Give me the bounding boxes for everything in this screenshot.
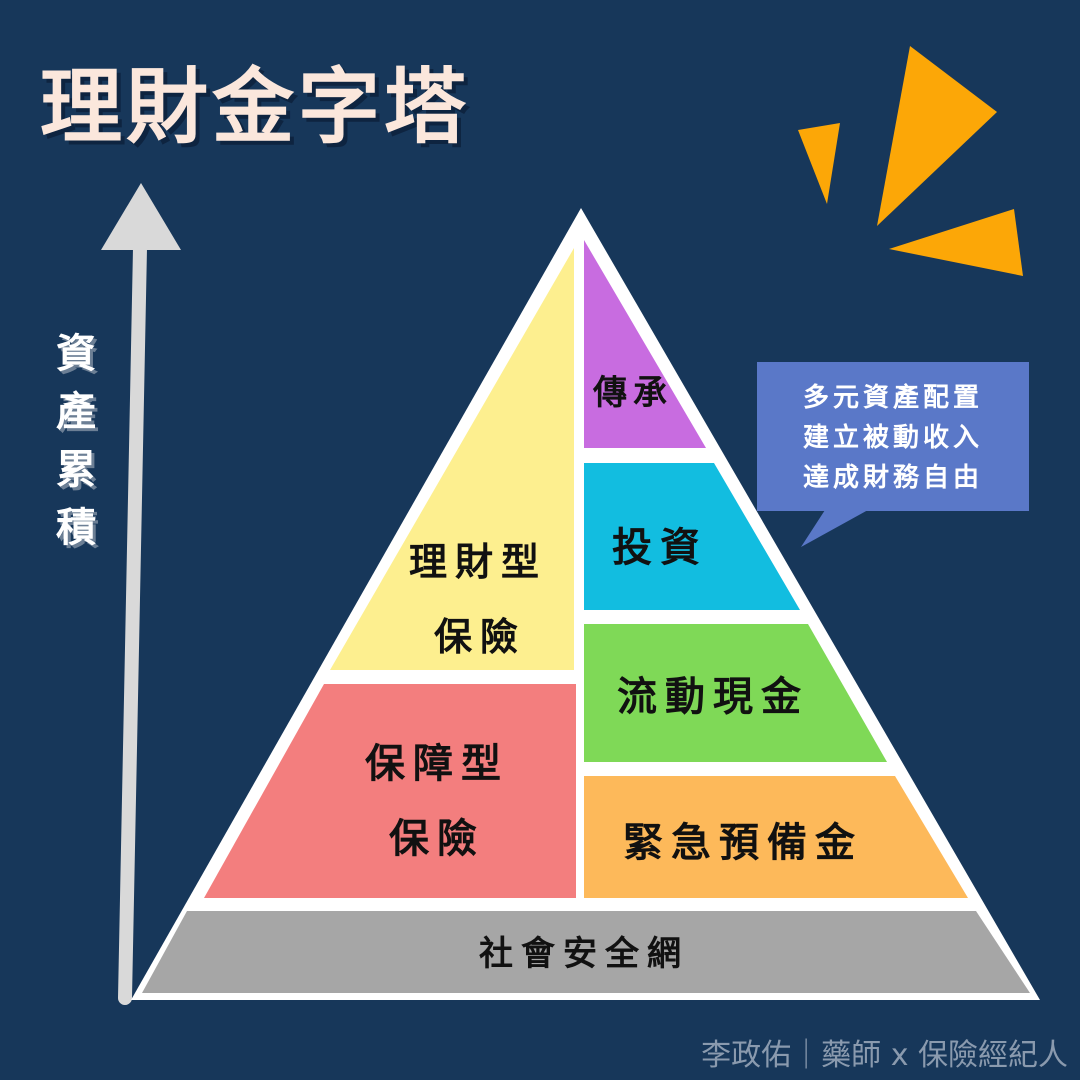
tier-emergency [584,776,968,898]
tier-investment [584,463,800,610]
speech-bubble [757,362,1029,547]
page-title: 理財金字塔 [40,60,471,155]
bubble-line: 達成財務自由 [802,463,983,493]
bubble-line: 建立被動收入 [802,423,983,453]
axis-label-char: 產 [56,389,96,435]
tier-protection-insurance [204,684,576,898]
label-investment: 投資 [612,525,708,571]
label-protection-insurance-line1: 保障型 [365,741,509,787]
tier-social-security [142,911,1030,993]
label-emergency: 緊急預備金 [623,820,863,866]
tier-legacy [584,240,706,448]
label-liquidity: 流動現金 [617,674,809,720]
asset-growth-arrow [101,183,181,1005]
axis-label-char: 資 [56,331,96,377]
label-legacy: 傳承 [592,373,673,413]
author-credit: 李政佑｜藥師 x 保險經紀人 [701,1038,1068,1073]
burst-accent-icon [798,46,1023,276]
bubble-text: 多元資產配置 建立被動收入 達成財務自由 [758,378,1028,498]
label-wealth-insurance-line1: 理財型 [409,540,547,584]
axis-label-char: 累 [56,447,96,493]
axis-label-char: 積 [56,505,96,551]
label-social-security: 社會安全網 [479,934,689,974]
tier-wealth-insurance [330,248,574,670]
bubble-line: 多元資產配置 [802,383,983,413]
label-wealth-insurance-line2: 保險 [434,615,526,659]
tier-liquidity [584,624,887,762]
axis-label: 資 產 累 積 [48,325,104,557]
label-protection-insurance-line2: 保險 [389,816,485,862]
